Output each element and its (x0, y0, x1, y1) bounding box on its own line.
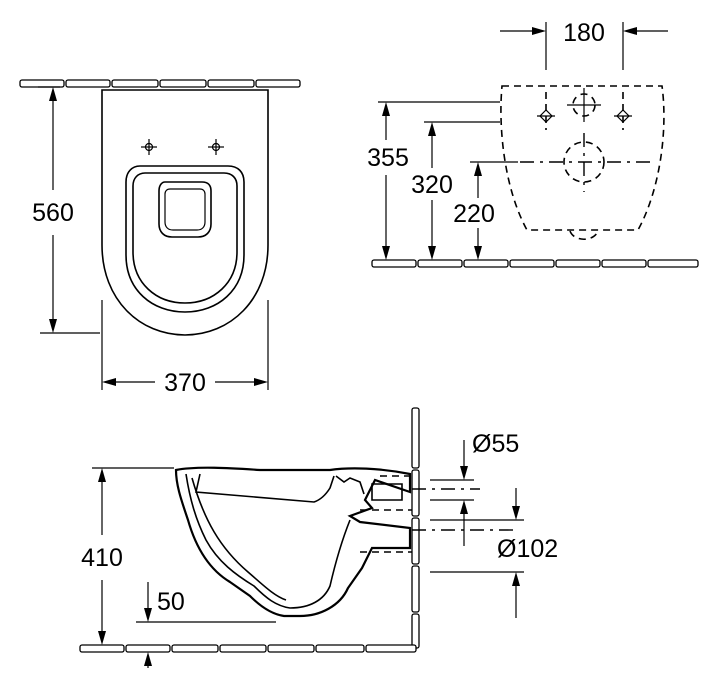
height-355-label: 355 (367, 144, 409, 172)
rear-outline (500, 85, 665, 231)
height-410-dimension: 410 (81, 467, 174, 645)
height-410-label: 410 (81, 544, 123, 572)
bowl-outline (101, 89, 269, 336)
seat-outer (125, 165, 245, 313)
width-dimension: 370 (101, 300, 269, 397)
side-view: 410 50 Ø55 Ø102 (79, 407, 558, 668)
height-320-label: 320 (411, 171, 453, 199)
gap-50-label: 50 (157, 588, 185, 616)
bowl-opening (158, 181, 212, 238)
bowl-section-outer (174, 466, 412, 618)
water-inlet-icon (567, 88, 601, 122)
spacing-label: 180 (563, 19, 605, 47)
depth-dimension: 560 (32, 86, 100, 334)
rear-view-floor (371, 259, 699, 268)
rear-view: 180 (367, 19, 699, 268)
fixing-hole-icon (537, 92, 555, 130)
pipe-102-dimension: Ø102 (430, 488, 558, 618)
pipe-102-label: Ø102 (497, 535, 558, 563)
waste-outlet-icon (520, 133, 650, 192)
height-320-dimension: 320 (411, 122, 453, 260)
height-220-label: 220 (453, 200, 495, 228)
depth-label: 560 (32, 199, 74, 227)
spacing-dimension: 180 (500, 19, 668, 70)
gap-50-dimension: 50 (136, 582, 276, 668)
mounting-hole-icon (208, 139, 224, 155)
pipe-55-label: Ø55 (472, 430, 519, 458)
top-view: 560 370 (19, 79, 301, 397)
width-label: 370 (164, 369, 206, 397)
top-view-wall (19, 79, 301, 88)
side-view-floor (79, 644, 417, 653)
side-view-wall (411, 407, 420, 649)
mounting-hole-icon (141, 139, 157, 155)
fixing-hole-icon (614, 92, 632, 130)
pipe-55-dimension: Ø55 (430, 430, 519, 546)
height-355-dimension: 355 (367, 102, 409, 260)
seat-middle (132, 172, 238, 304)
bowl-section-inner (185, 473, 351, 609)
height-220-dimension: 220 (453, 162, 495, 260)
